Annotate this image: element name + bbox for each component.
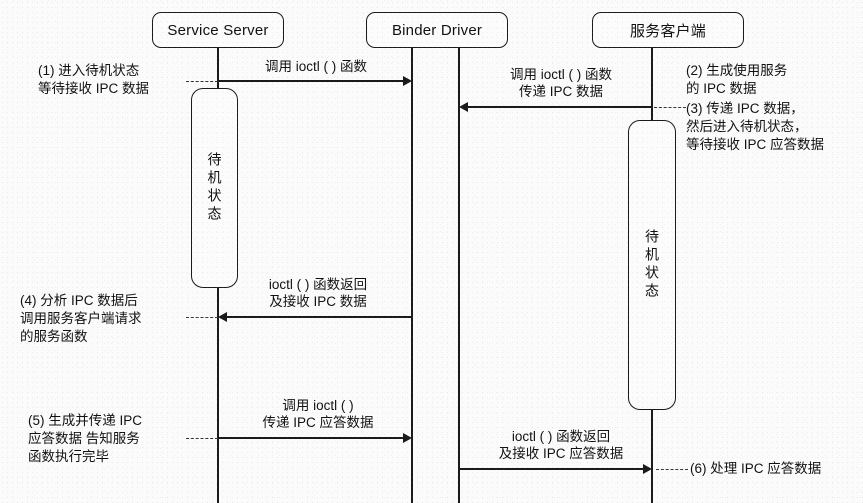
message-arrowhead-m2: [459, 102, 468, 112]
message-arrowhead-m4: [403, 433, 412, 443]
message-label-m5: ioctl ( ) 函数返回 及接收 IPC 应答数据: [498, 429, 624, 461]
lifeline-service-server-upper: [217, 48, 219, 90]
note-6: (6) 处理 IPC 应答数据: [690, 461, 822, 476]
lifeline-service-server-lower: [217, 286, 219, 503]
lifeline-service-client-upper: [651, 48, 653, 122]
note-1-leader: [186, 81, 218, 82]
note-4: (4) 分析 IPC 数据后 调用服务客户端请求 的服务函数: [20, 293, 142, 344]
activation-label-service-client: 待机状态: [644, 229, 660, 301]
lifeline-binder-driver-left: [411, 48, 413, 503]
message-arrowhead-m1: [403, 76, 412, 86]
note-5: (5) 生成并传递 IPC 应答数据 告知服务 函数执行完毕: [28, 413, 143, 464]
participant-box-binder-driver: Binder Driver: [366, 12, 508, 48]
participant-label-binder-driver: Binder Driver: [391, 21, 483, 39]
activation-bar-service-server: 待机状态: [191, 88, 238, 288]
message-line-m1: [218, 80, 403, 82]
participant-label-service-server: Service Server: [167, 21, 269, 39]
note-2: (2) 生成使用服务 的 IPC 数据: [686, 63, 788, 96]
message-line-m5: [459, 468, 643, 470]
lifeline-service-client-lower: [651, 408, 653, 503]
activation-label-service-server: 待机状态: [206, 152, 223, 224]
participant-box-service-client: 服务客户端: [592, 12, 744, 48]
message-label-m3: ioctl ( ) 函数返回 及接收 IPC 数据: [268, 277, 368, 309]
message-label-m2: 调用 ioctl ( ) 函数 传递 IPC 数据: [509, 67, 612, 99]
note-5-leader: [186, 438, 218, 439]
participant-label-service-client: 服务客户端: [629, 22, 706, 40]
note-3-leader: [654, 107, 686, 108]
message-arrowhead-m3: [218, 312, 227, 322]
participant-box-service-server: Service Server: [152, 12, 284, 48]
activation-bar-service-client: 待机状态: [628, 120, 676, 410]
message-arrowhead-m5: [643, 464, 652, 474]
message-label-m1: 调用 ioctl ( ) 函数: [264, 59, 367, 74]
note-1: (1) 进入待机状态 等待接收 IPC 数据: [38, 63, 150, 96]
message-label-m4: 调用 ioctl ( ) 传递 IPC 应答数据: [262, 398, 374, 430]
lifeline-binder-driver-right: [458, 48, 460, 503]
message-line-m4: [218, 437, 403, 439]
note-4-leader: [186, 317, 218, 318]
note-6-leader: [656, 469, 688, 470]
message-line-m2: [468, 106, 652, 108]
note-3: (3) 传递 IPC 数据， 然后进入待机状态， 等待接收 IPC 应答数据: [686, 101, 825, 152]
message-line-m3: [227, 316, 412, 318]
